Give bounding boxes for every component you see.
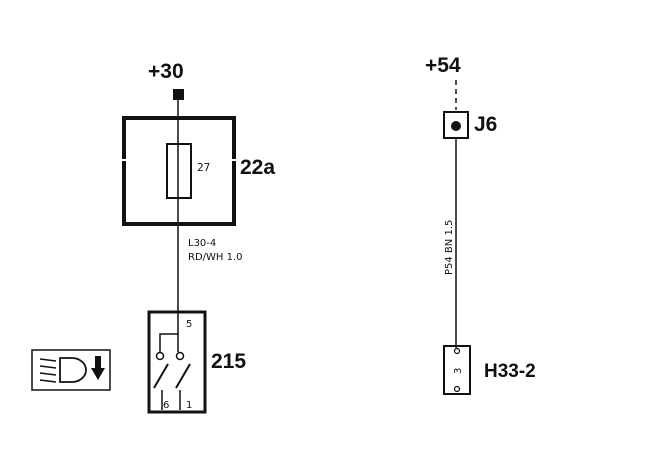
junction-node: [451, 121, 461, 131]
fuse-box-22a: [122, 116, 236, 226]
switch-215-housing: [147, 310, 207, 414]
connector-label: H33-2: [484, 361, 536, 382]
supply-label-54: +54: [425, 54, 461, 77]
switch-contact-a: [155, 351, 165, 361]
fuse-box-label: 22a: [240, 156, 275, 179]
headlight-low-beam-icon: [31, 349, 111, 391]
switch-label: 215: [211, 350, 246, 373]
fuse-27: [166, 143, 192, 199]
connector-h33-2: [443, 345, 471, 395]
wire-left-spec: RD/WH 1.0: [188, 252, 243, 263]
switch-pin-top: 5: [186, 319, 192, 330]
switch-blade-1: [153, 363, 169, 389]
connector-pin: 3: [453, 368, 464, 374]
junction-label: J6: [474, 113, 497, 136]
switch-blade-2: [175, 363, 191, 389]
switch-pin-left: 6: [163, 400, 169, 411]
fuse-number-label: 27: [197, 161, 210, 174]
wire-right-label: P54 BN 1.5: [444, 220, 455, 275]
wire-left-code: L30-4: [188, 238, 216, 249]
switch-contact-b: [175, 351, 185, 361]
supply-terminal-30: [173, 89, 184, 100]
supply-label-30: +30: [148, 60, 184, 83]
switch-pin-right: 1: [186, 400, 192, 411]
